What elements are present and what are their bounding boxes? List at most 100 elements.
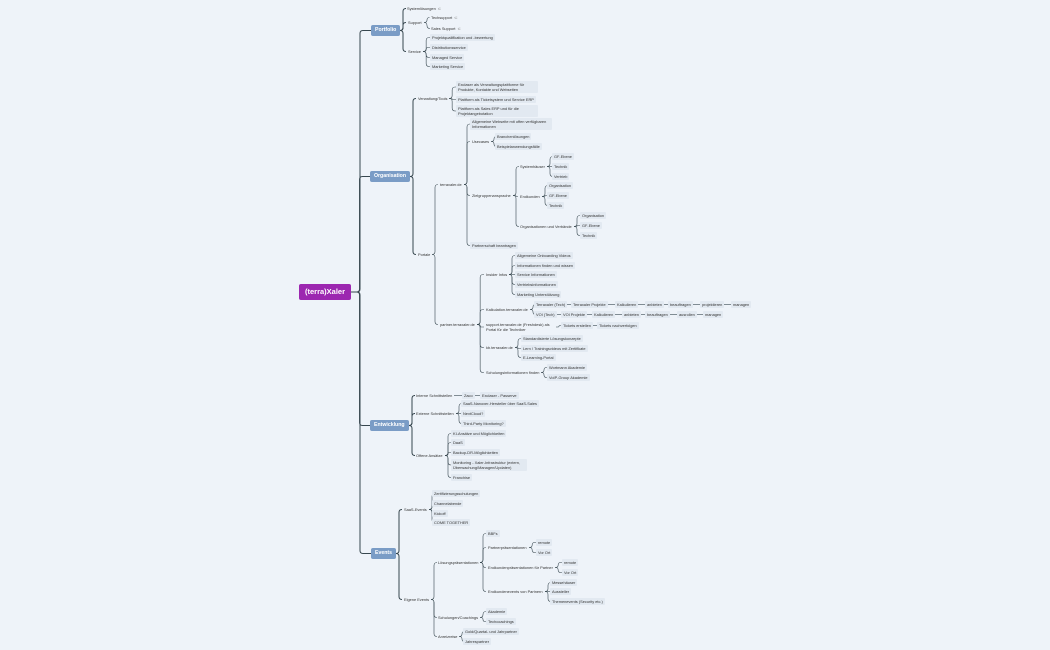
node-eigene-events[interactable]: Eigene Events [404, 597, 430, 602]
node-schulung-item[interactable]: Techcoachings [486, 618, 516, 625]
node-kalk-step[interactable]: Terraxaler Projekte [571, 301, 608, 308]
node-anreiz-item[interactable]: Jahrespartner [463, 638, 492, 645]
node-saas-event-item[interactable]: Zertifizierungsschulungen [432, 490, 481, 497]
node-support[interactable]: Support [408, 20, 422, 25]
node-offene-item[interactable]: Backup-DR-Möglichkeiten [451, 449, 500, 456]
node-zielgruppe-item[interactable]: GF-Ebene [580, 222, 602, 229]
node-usecases[interactable]: Usecases [472, 139, 490, 144]
node-offene-item[interactable]: Monitoring - Xaler-Infrastruktur (extern… [451, 459, 527, 471]
node-partnerpraesentationen[interactable]: Partnerpräsentationen [488, 545, 527, 550]
node-kalk-step[interactable]: Kalkulieren [615, 301, 639, 308]
node-event-type[interactable]: Themenevents (Security etc.) [550, 598, 605, 605]
node-partner-terraxaler-de[interactable]: partner.terraxaler.de [440, 322, 475, 327]
node-exclaser-passerve[interactable]: Exclaser - Passerve [480, 392, 519, 399]
node-verwaltung-item[interactable]: Exclaser als Verwaltungsplattforme für P… [456, 81, 538, 93]
node-verwaltung[interactable]: Verwaltung/Tools [418, 96, 448, 101]
node-interne-schnittstellen[interactable]: Interne Schnittstellen [416, 393, 453, 398]
node-allgemeine-webseite[interactable]: Allgemeine Webseite mit offen verfügbare… [470, 118, 552, 130]
node-zielgruppenansprache[interactable]: Zielgruppenansprache [472, 193, 511, 198]
node-endkunden[interactable]: Endkunden [520, 194, 540, 199]
node-partnerschaft-beantragen[interactable]: Partnerschaft beantragen [470, 242, 518, 249]
main-node-events[interactable]: Events [371, 548, 397, 559]
node-service-item[interactable]: Projektqualifikation und -bewertung [430, 34, 495, 41]
node-loesung-item[interactable]: BBFs [486, 530, 500, 537]
node-insider-item[interactable]: Service Informationen [515, 271, 557, 278]
node-insider-item[interactable]: Marketing Unterstützung [515, 291, 562, 298]
node-saas-event-item[interactable]: Kickoff [432, 510, 448, 517]
node-kalk-step[interactable]: beauftragen [668, 301, 693, 308]
node-kalk-step[interactable]: anbieten [622, 311, 641, 318]
node-externe-item[interactable]: SaaS-Nanoxer-Hersteller über SaaS-Sales [461, 400, 539, 407]
node-zielgruppe-item[interactable]: Organisation [547, 182, 574, 189]
node-insider-item[interactable]: Allgemeine Onboarding Videos [515, 252, 573, 259]
node-kalk-step[interactable]: Kalkulieren [592, 311, 616, 318]
node-zielgruppe-item[interactable]: Technik [580, 232, 598, 239]
node-techsupport[interactable]: Techsupport⊂ [431, 15, 458, 20]
node-saas-event-item[interactable]: Channelabende [432, 500, 464, 507]
node-loesungspraesentationen[interactable]: Lösungspräsentationen [438, 560, 479, 565]
node-offene-item[interactable]: DaaS [451, 439, 465, 446]
node-zaco[interactable]: Zaco [462, 392, 475, 399]
node-kalk-step[interactable]: ausrollen [677, 311, 697, 318]
node-schulung-item[interactable]: Akademie [486, 608, 508, 615]
node-format-item[interactable]: Vor Ort [562, 569, 579, 576]
node-organisationen-verbaende[interactable]: Organisationen und Verbände [520, 224, 572, 229]
node-support-portal[interactable]: support.terraxaler.de (Freshdesk) als Po… [486, 322, 550, 332]
node-usecase-item[interactable]: Branchenlösungen [495, 133, 532, 140]
node-schulungsinformationen[interactable]: Schulungsinformationen finden [486, 370, 540, 375]
node-kb-item[interactable]: Lern / Trainingsvideos mit Zertifikate [521, 345, 588, 352]
node-offene-item[interactable]: Franchise [451, 474, 473, 481]
root-node[interactable]: (terra)Xaler [299, 284, 352, 300]
node-format-item[interactable]: remote [562, 559, 579, 566]
node-akademie[interactable]: Wortmann Akademie [547, 364, 588, 371]
node-kalk-step[interactable]: anbieten [645, 301, 664, 308]
node-service[interactable]: Service [408, 49, 421, 54]
node-service-item[interactable]: Managed Service [430, 54, 465, 61]
node-event-type[interactable]: Messehäuser [550, 579, 578, 586]
node-kalk-step[interactable]: managen [703, 311, 724, 318]
node-schulungen-coachings[interactable]: Schulungen/Coachings [438, 615, 479, 620]
node-zielgruppe-item[interactable]: GF-Ebene [552, 153, 574, 160]
node-kalk-step[interactable]: VOI Projekte [561, 311, 588, 318]
node-format-item[interactable]: Vor Ort [536, 549, 553, 556]
node-kalkulation[interactable]: Kalkulation.terraxaler.de [486, 307, 528, 312]
node-service-item[interactable]: Distributionsservice [430, 44, 468, 51]
node-zielgruppe-item[interactable]: GF-Ebene [547, 192, 569, 199]
node-verwaltung-item[interactable]: Plattform als Sales ERP und für die Proj… [456, 105, 538, 117]
node-sales-support[interactable]: Sales Support⊂ [431, 26, 461, 31]
node-externe-schnittstellen[interactable]: Externe Schnittstellen [416, 411, 454, 416]
node-systemloesungen[interactable]: Systemlösungen⊂ [407, 6, 442, 11]
node-support-step[interactable]: Tickets nachverfolgen [597, 322, 639, 329]
node-service-item[interactable]: Marketing Service [430, 63, 466, 70]
node-verwaltung-item[interactable]: Plattform als Ticketsystem und Service E… [456, 96, 536, 103]
node-kb-item[interactable]: E-Learning-Portal [521, 354, 556, 361]
node-saas-events[interactable]: SaaS-Events [404, 507, 427, 512]
main-node-entwicklung[interactable]: Entwicklung [370, 420, 409, 431]
node-event-type[interactable]: Aussteller [550, 588, 572, 595]
node-anreizreise[interactable]: Anreizreise [438, 634, 458, 639]
node-offene-item[interactable]: KI-Ansätze und Möglichkeiten [451, 430, 507, 437]
node-format-item[interactable]: remote [536, 539, 553, 546]
node-usecase-item[interactable]: Beispielanwendungsfälle [495, 143, 542, 150]
main-node-portfolio[interactable]: Portfolio [371, 25, 401, 36]
node-kb-item[interactable]: Standardisierte Lösungskonzepte [521, 335, 583, 342]
node-externe-item[interactable]: NextCloud? [461, 410, 486, 417]
node-insider-infos[interactable]: Insider Infos [486, 272, 508, 277]
node-insider-item[interactable]: Informationen finden und wissen [515, 262, 576, 269]
node-zielgruppe-item[interactable]: Organisation [580, 212, 607, 219]
node-endkundenpraesentationen[interactable]: Endkundenpräsentationen für Partner [488, 565, 553, 570]
node-kb[interactable]: kb.terraxaler.de [486, 345, 513, 350]
node-offene-ansaetze[interactable]: Offene Ansätze [416, 453, 443, 458]
node-kalk-step[interactable]: VOI (Tech) [534, 311, 557, 318]
node-saas-event-item[interactable]: COME TOGETHER [432, 519, 471, 526]
node-externe-item[interactable]: Third-Party Monitoring? [461, 420, 506, 427]
node-kalk-step[interactable]: managen [731, 301, 752, 308]
node-zielgruppe-item[interactable]: Vertrieb [552, 173, 570, 180]
node-akademie[interactable]: VoIP-Group Akademie [547, 374, 590, 381]
node-insider-item[interactable]: Vertriebsinformationen [515, 281, 558, 288]
node-zielgruppe-item[interactable]: Technik [552, 163, 570, 170]
main-node-organisation[interactable]: Organisation [370, 171, 410, 182]
node-kalk-step[interactable]: projektieren [700, 301, 725, 308]
node-anreiz-item[interactable]: Gold/Quartal- und Jahrpartner [463, 628, 519, 635]
node-support-step[interactable]: Tickets erstellen [561, 322, 593, 329]
